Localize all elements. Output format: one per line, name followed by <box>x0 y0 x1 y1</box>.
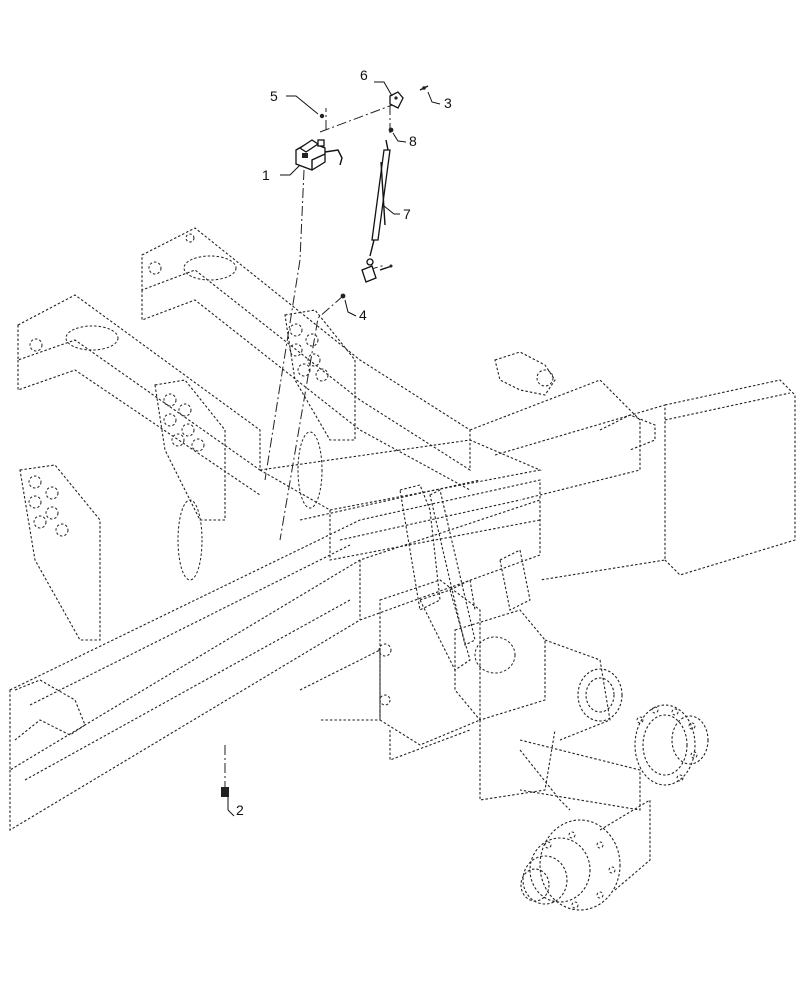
callout-8-label: 8 <box>409 133 417 149</box>
wheel-hub-rear <box>634 704 709 786</box>
chassis-frame <box>9 227 796 911</box>
callout-5: 5 <box>270 88 319 115</box>
part-6-clip <box>389 91 404 109</box>
part-5-nut <box>319 113 325 119</box>
part-1-sensor-bracket <box>295 139 343 171</box>
callout-6-label: 6 <box>360 67 368 83</box>
callout-1-label: 1 <box>262 167 270 183</box>
callout-4-label: 4 <box>359 307 367 323</box>
callout-8: 8 <box>392 132 417 149</box>
assembly-phantom-lines <box>224 103 396 790</box>
callout-7-label: 7 <box>403 206 411 222</box>
callout-3: 3 <box>427 91 452 111</box>
left-mount-plate <box>19 464 101 641</box>
part-4-nut <box>340 293 346 299</box>
part-2-bolt <box>221 787 229 797</box>
part-7-link-rod <box>361 139 393 283</box>
right-mount-plate <box>284 309 356 441</box>
callout-4: 4 <box>344 299 367 323</box>
callout-6: 6 <box>360 67 393 97</box>
callout-2: 2 <box>227 797 244 818</box>
callout-2-label: 2 <box>236 802 244 818</box>
callout-1: 1 <box>262 164 301 183</box>
callout-5-label: 5 <box>270 88 278 104</box>
center-mount-plate <box>154 379 226 521</box>
callout-3-label: 3 <box>444 95 452 111</box>
callout-7: 7 <box>383 205 411 222</box>
wheel-hub-front <box>520 799 651 911</box>
part-3-pin <box>419 85 429 91</box>
part-8-nut <box>388 127 394 133</box>
